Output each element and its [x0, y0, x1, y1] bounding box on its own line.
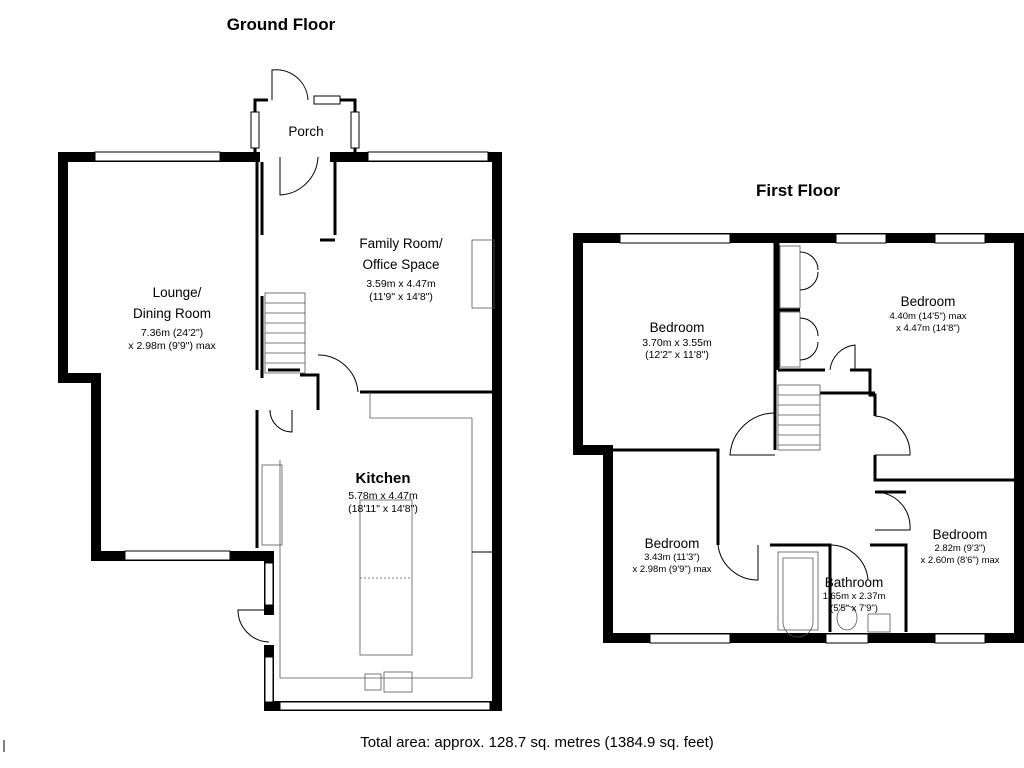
- lounge-label-line1: Lounge/: [153, 285, 202, 300]
- bathroom-window: [825, 633, 869, 644]
- bed2-door: [874, 415, 911, 456]
- family-room-dim-imperial: (11'9" x 14'8"): [369, 291, 433, 303]
- kitchen-rear-window-left: [264, 656, 274, 703]
- porch-side-window-left: [250, 111, 260, 149]
- bed2-wardrobes: [779, 245, 819, 368]
- porch-window: [313, 95, 341, 105]
- kitchen-island: [359, 499, 413, 656]
- bath-tub-inner: [782, 557, 814, 638]
- bath-tub: [777, 551, 819, 631]
- bathroom-label: Bathroom: [825, 575, 884, 590]
- porch-label: Porch: [288, 124, 323, 139]
- bathroom-basin: [867, 613, 891, 633]
- first-floor-title: First Floor: [756, 181, 840, 200]
- family-room-label-line2: Office Space: [362, 257, 439, 272]
- porch-outer-door: [271, 69, 309, 101]
- family-room-label-line1: Family Room/: [359, 236, 443, 251]
- kitchen-dim-imperial: (18'11" x 14'8"): [348, 503, 418, 515]
- bed2-window-right: [934, 233, 986, 244]
- bed3-dim-line2: x 2.98m (9'9") max: [632, 564, 711, 575]
- bathroom-dim-imperial: (5'5" x 7'9"): [830, 603, 878, 614]
- kitchen-label: Kitchen: [355, 470, 410, 487]
- lounge-patio-window: [124, 550, 231, 561]
- bed3-window: [649, 633, 731, 644]
- ground-outer-wall: [58, 152, 268, 561]
- kitchen-back-door: [237, 609, 270, 643]
- bed4-dim-line1: 2.82m (9'3"): [934, 543, 985, 554]
- bed1-window: [619, 233, 731, 244]
- bed2-label: Bedroom: [901, 294, 956, 309]
- porch-side-window-right: [350, 111, 360, 149]
- bed4-label: Bedroom: [933, 527, 988, 542]
- bed2-window-left: [835, 233, 887, 244]
- bed2-dim-line2: x 4.47m (14'8"): [896, 323, 960, 334]
- lounge-label-line2: Dining Room: [133, 306, 211, 321]
- bed1-door: [729, 412, 776, 456]
- bed1-dim-metric: 3.70m x 3.55m: [642, 337, 712, 349]
- bed3-label: Bedroom: [645, 536, 700, 551]
- bed4-dim-line2: x 2.60m (8'6") max: [920, 555, 999, 566]
- bed3-door: [717, 544, 759, 581]
- toilet: [836, 605, 858, 631]
- bed2-dim-line1: 4.40m (14'5") max: [890, 311, 967, 322]
- kitchen-sink: [383, 671, 413, 693]
- bed2-wardrobe-door: [829, 344, 856, 371]
- hall-door: [269, 409, 293, 433]
- porch-door: [279, 156, 319, 196]
- kitchen-side-window: [264, 562, 274, 606]
- bed4-door: [874, 491, 911, 531]
- bed3-dim-line1: 3.43m (11'3"): [644, 552, 700, 563]
- bathroom-dim-metric: 1.65m x 2.37m: [823, 591, 886, 602]
- kitchen-unit-side: [261, 464, 283, 546]
- family-room-dim-metric: 3.59m x 4.47m: [366, 278, 436, 290]
- ground-floor-title: Ground Floor: [227, 15, 336, 34]
- lounge-front-window: [94, 151, 221, 162]
- kitchen-rear-window: [279, 701, 491, 711]
- first-floor-plan: First Floor Bedroom 3.70m x 3.55m (12'2"…: [573, 181, 1024, 644]
- bed4-window: [934, 633, 986, 644]
- kitchen-dim-metric: 5.78m x 4.47m: [348, 490, 418, 502]
- family-front-window: [367, 151, 489, 162]
- bed1-label: Bedroom: [650, 320, 705, 335]
- lounge-dim-line1: 7.36m (24'2"): [141, 327, 203, 339]
- kitchen-drainer: [364, 673, 382, 691]
- bed1-dim-imperial: (12'2" x 11'8"): [645, 349, 709, 361]
- bathroom-door: [829, 544, 869, 581]
- kitchen-worktop: [279, 392, 473, 679]
- ground-stairs: [264, 292, 306, 374]
- first-stairs: [777, 384, 821, 451]
- total-area-label: Total area: approx. 128.7 sq. metres (13…: [360, 734, 714, 751]
- ground-floor-plan: Ground Floor Porch Family Room/ Office S…: [58, 15, 502, 711]
- ground-interior-walls: [255, 161, 493, 548]
- first-outer-wall: [573, 233, 1024, 643]
- family-fireplace: [471, 239, 495, 309]
- kitchen-door-arc: [317, 354, 359, 393]
- lounge-dim-line2: x 2.98m (9'9") max: [128, 340, 216, 352]
